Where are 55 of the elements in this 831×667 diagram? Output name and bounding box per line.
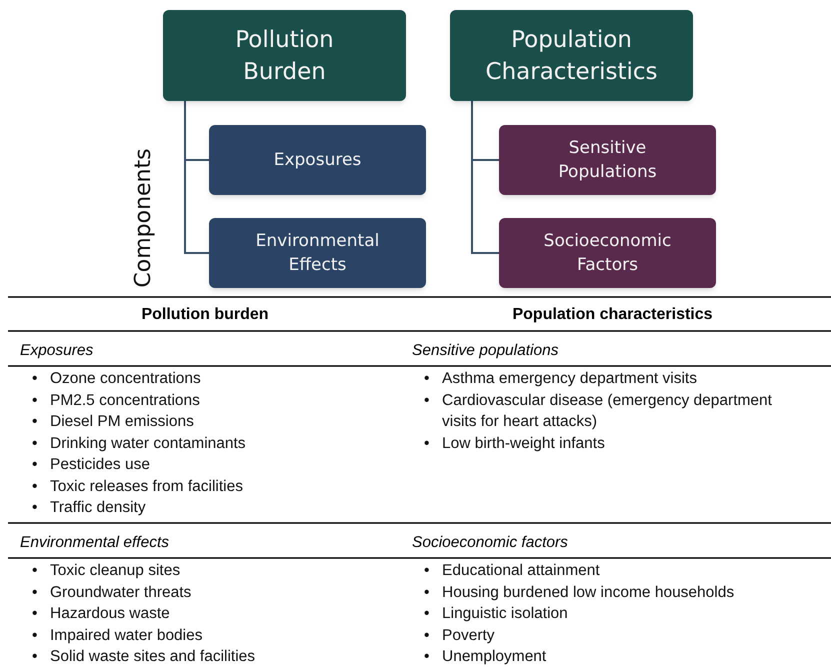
bullet-marker: • <box>424 582 430 602</box>
connector-line <box>184 101 209 254</box>
list-item: Poverty <box>442 626 496 646</box>
list-item: Ozone concentrations <box>50 369 202 389</box>
bullet-marker: • <box>32 582 38 602</box>
bullet-marker: • <box>32 412 38 432</box>
category-box: Exposures <box>209 125 426 195</box>
section-heading: Exposures <box>20 341 94 361</box>
list-item: Low birth-weight infants <box>442 434 606 454</box>
section-heading: Socioeconomic factors <box>412 533 568 553</box>
bullet-marker: • <box>424 561 430 581</box>
axis-label: Components <box>130 148 157 288</box>
bullet-marker: • <box>32 476 38 496</box>
category-box: Pollution Burden <box>163 10 406 101</box>
column-header: Population characteristics <box>511 305 714 325</box>
bullet-marker: • <box>424 647 430 667</box>
list-item: Unemployment <box>442 647 548 667</box>
bullet-marker: • <box>32 369 38 389</box>
list-item: Pesticides use <box>50 455 151 475</box>
section-heading: Environmental effects <box>20 533 170 553</box>
list-item: Solid waste sites and facilities <box>50 647 256 667</box>
list-item: Diesel PM emissions <box>50 412 195 432</box>
bullet-marker: • <box>424 604 430 624</box>
list-item: Groundwater threats <box>50 582 192 602</box>
list-item: Asthma emergency department visits <box>442 369 698 389</box>
list-item: PM2.5 concentrations <box>50 390 201 410</box>
category-box: Population Characteristics <box>450 10 693 101</box>
bullet-marker: • <box>32 455 38 475</box>
list-item: Housing burdened low income households <box>442 582 736 602</box>
list-item: Toxic releases from facilities <box>50 476 244 496</box>
list-item: Cardiovascular disease (emergency department visits for heart attacks) <box>442 390 772 432</box>
list-item: Toxic cleanup sites <box>50 561 182 581</box>
list-item: Traffic density <box>50 498 147 518</box>
category-box: Socioeconomic Factors <box>499 218 716 288</box>
category-box: Environmental Effects <box>209 218 426 288</box>
bullet-marker: • <box>32 604 38 624</box>
bullet-marker: • <box>424 390 430 410</box>
list-item: Linguistic isolation <box>442 604 569 624</box>
connector-line <box>471 101 499 254</box>
bullet-marker: • <box>424 369 430 389</box>
bullet-marker: • <box>32 626 38 646</box>
list-item: Hazardous waste <box>50 604 171 624</box>
category-box: Sensitive Populations <box>499 125 716 195</box>
bullet-marker: • <box>32 390 38 410</box>
bullet-marker: • <box>424 626 430 646</box>
list-item: Impaired water bodies <box>50 626 204 646</box>
bullet-marker: • <box>424 434 430 454</box>
bullet-marker: • <box>32 647 38 667</box>
section-heading: Sensitive populations <box>412 341 558 361</box>
bullet-marker: • <box>32 498 38 518</box>
list-item: Drinking water contaminants <box>50 434 247 454</box>
column-header: Pollution burden <box>140 305 270 325</box>
list-item: Educational attainment <box>442 561 601 581</box>
bullet-marker: • <box>32 434 38 454</box>
bullet-marker: • <box>32 561 38 581</box>
